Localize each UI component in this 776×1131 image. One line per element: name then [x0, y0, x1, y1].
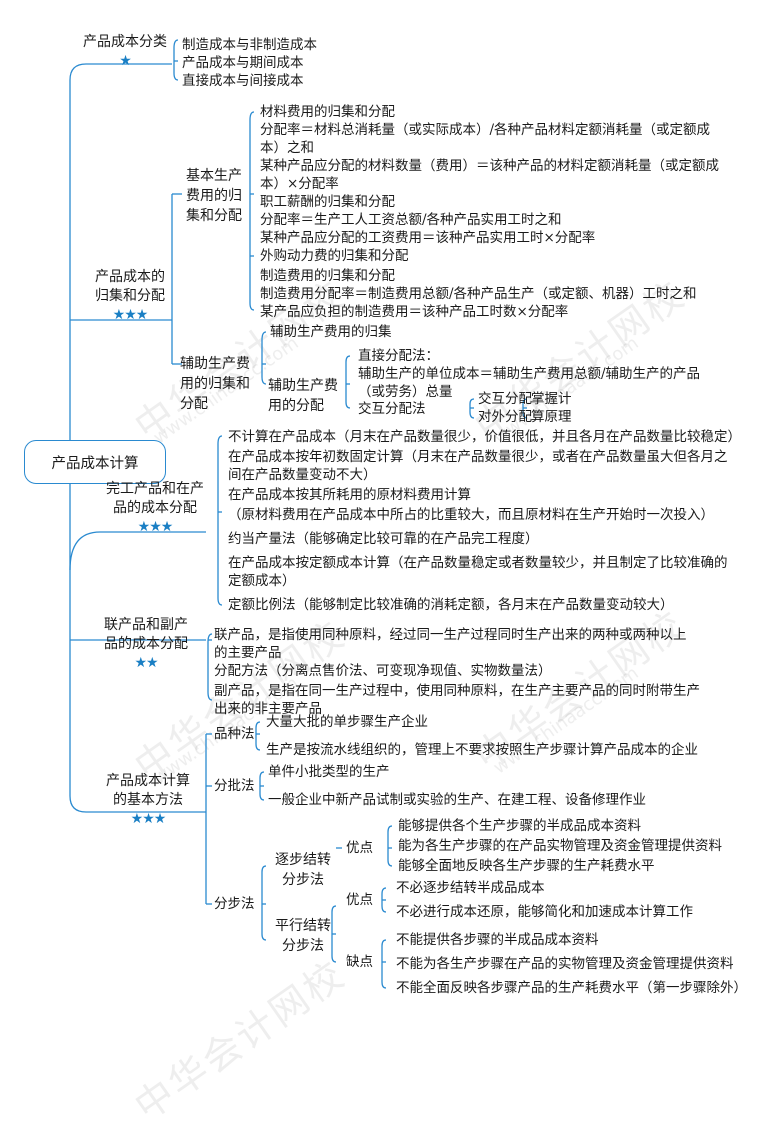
method-title: 分批法 — [214, 778, 255, 794]
node-title-line: 逐步结转 — [275, 852, 331, 868]
note-line: 算原理 — [531, 409, 572, 425]
star-rating: ★★★ — [137, 519, 174, 535]
section-title-line: 品的成本分配 — [113, 500, 197, 516]
list-item: 产品成本与期间成本 — [182, 55, 304, 71]
node-advantages: 优点 — [346, 892, 373, 908]
node-title-line: 辅助生产费 — [180, 356, 250, 372]
node-advantages: 优点 — [346, 840, 373, 856]
node-title-line: 平行结转 — [275, 918, 331, 934]
root-node: 产品成本计算 — [24, 440, 166, 484]
mindmap-connectors — [69, 39, 528, 989]
detail-line: 联产品，是指使用同种原料，经过同一生产过程同时生产出来的两种或两种以上 — [214, 627, 687, 643]
detail-line: 分配率＝材料总消耗量（或实际成本）/各种产品材料定额消耗量（或定额成 — [260, 122, 711, 138]
detail-line: 副产品，是指在同一生产过程中，使用同种原料，在生产主要产品的同时附带生产 — [214, 683, 700, 699]
detail-line: 大量大批的单步骤生产企业 — [266, 714, 428, 730]
detail-line: 生产是按流水线组织的，管理上不要求按照生产步骤计算产品成本的企业 — [266, 742, 698, 758]
section-title: 产品成本分类 — [83, 34, 167, 50]
detail-line: 一般企业中新产品试制或实验的生产、在建工程、设备修理作业 — [268, 792, 646, 808]
section-finished-wip: 完工产品和在产 品的成本分配 ★★★ — [90, 480, 220, 537]
detail-line: 制造费用的归集和分配 — [260, 268, 395, 284]
node-title-line: 分配 — [180, 396, 208, 412]
detail-line: 职工薪酬的归集和分配 — [260, 194, 395, 210]
node-title-line: 基本生产 — [186, 168, 242, 184]
detail-line: 交互分配 — [478, 391, 532, 407]
star-rating: ★ — [119, 53, 132, 69]
detail-line: 制造费用分配率＝制造费用总额/各种产品生产（或定额、机器）工时之和 — [260, 286, 697, 302]
node-basic-production: 基本生产 费用的归 集和分配 — [182, 166, 246, 226]
method-title: 品种法 — [214, 726, 255, 742]
method-title: 分步法 — [214, 896, 255, 912]
detail-line: 辅助生产的单位成本＝辅助生产费用总额/辅助生产的产品 — [358, 366, 701, 382]
detail-line: 直接分配法： — [358, 348, 439, 364]
detail-line: 不必逐步结转半成品成本 — [396, 880, 545, 896]
detail-line: 定额比例法（能够制定比较准确的消耗定额，各月末在产品数量变动较大） — [228, 597, 674, 613]
section-title-line: 的基本方法 — [113, 792, 183, 808]
node-aux-allocation: 辅助生产费 用的分配 — [268, 376, 344, 416]
section-cost-classification: 产品成本分类 ★ — [70, 33, 180, 71]
node-title-line: 辅助生产费 — [268, 378, 338, 394]
star-rating: ★★★ — [130, 811, 167, 827]
detail-line: 在产品成本按年初数固定计算（月末在产品数量很少，或者在产品数量虽大但各月之 — [228, 449, 728, 465]
node-title-line: 用的分配 — [268, 398, 324, 414]
node-parallel-step: 平行结转 分步法 — [270, 916, 336, 956]
node-title-line: 用的归集和 — [180, 376, 250, 392]
detail-line: 间在产品数量变动不大） — [228, 467, 377, 483]
detail-line: 交互分配法 — [358, 401, 426, 417]
list-item: 制造成本与非制造成本 — [182, 37, 317, 53]
detail-line: 定额成本） — [228, 573, 296, 589]
detail-line: 分配率＝生产工人工资总额/各种产品实用工时之和 — [260, 212, 562, 228]
section-title-line: 品的成本分配 — [104, 636, 188, 652]
detail-line: 某产品应负担的制造费用＝该种产品工时数×分配率 — [260, 304, 569, 320]
detail-line: 出来的非主要产品 — [214, 701, 322, 717]
detail-line: 能够提供各个生产步骤的半成品成本资料 — [398, 818, 641, 834]
section-title-line: 归集和分配 — [95, 288, 165, 304]
detail-line: （原材料费用在产品成本中所占的比重较大，而且原材料在生产开始时一次投入） — [228, 507, 714, 523]
detail-line: 本）之和 — [260, 140, 314, 156]
node-title-line: 分步法 — [282, 938, 324, 954]
detail-line: 分配方法（分离点售价法、可变现净现值、实物数量法） — [214, 663, 552, 679]
star-rating: ★★★ — [112, 307, 149, 323]
section-basic-methods: 产品成本计算 的基本方法 ★★★ — [88, 772, 208, 829]
detail-line: 不必进行成本还原，能够简化和加速成本计算工作 — [396, 904, 693, 920]
detail-line: 外购动力费的归集和分配 — [260, 248, 409, 264]
section-joint-byproducts: 联产品和副产 品的成本分配 ★★ — [86, 616, 206, 673]
list-item: 直接成本与间接成本 — [182, 73, 304, 89]
detail-line: 材料费用的归集和分配 — [260, 104, 395, 120]
detail-line: 单件小批类型的生产 — [268, 764, 390, 780]
detail-line: 不能提供各步骤的半成品成本资料 — [396, 932, 599, 948]
node-title-line: 集和分配 — [186, 208, 242, 224]
detail-line: 能够全面地反映各生产步骤的生产耗费水平 — [398, 858, 655, 874]
detail-line: 某种产品应分配的工资费用＝该种产品实用工时×分配率 — [260, 230, 596, 246]
node-cumulative-step: 逐步结转 分步法 — [270, 850, 336, 890]
node-aux-production: 辅助生产费 用的归集和 分配 — [180, 354, 260, 414]
detail-line: 在产品成本按定额成本计算（在产品数量稳定或者数量较少，并且制定了比较准确的 — [228, 555, 728, 571]
detail-line: 在产品成本按其所耗用的原材料费用计算 — [228, 487, 471, 503]
detail-line: 约当产量法（能够确定比较可靠的在产品完工程度） — [228, 531, 539, 547]
detail-line: 本）×分配率 — [260, 176, 339, 192]
detail-line: 的主要产品 — [214, 645, 282, 661]
detail-line: 不能全面反映各步骤产品的生产耗费水平（第一步骤除外） — [396, 980, 747, 996]
detail-line: 不能为各生产步骤在产品的实物管理及资金管理提供资料 — [396, 956, 734, 972]
section-title-line: 完工产品和在产 — [106, 481, 204, 497]
detail-line: （或劳务）总量 — [358, 384, 453, 400]
section-cost-collection: 产品成本的 归集和分配 ★★★ — [78, 268, 182, 325]
detail-line: 能为各生产步骤的在产品实物管理及资金管理提供资料 — [398, 838, 722, 854]
node-title-line: 费用的归 — [186, 188, 242, 204]
detail-line: 辅助生产费用的归集 — [270, 324, 392, 340]
section-title-line: 产品成本的 — [95, 269, 165, 285]
section-title-line: 联产品和副产 — [104, 617, 188, 633]
detail-line: 对外分配 — [478, 409, 532, 425]
node-title-line: 分步法 — [282, 872, 324, 888]
star-rating: ★★ — [134, 655, 158, 671]
note-line: 掌握计 — [531, 391, 572, 407]
section-title-line: 产品成本计算 — [106, 773, 190, 789]
node-disadvantages: 缺点 — [346, 954, 373, 970]
detail-line: 某种产品应分配的材料数量（费用）＝该种产品的材料定额消耗量（或定额成 — [260, 158, 719, 174]
root-label: 产品成本计算 — [51, 455, 139, 472]
detail-line: 不计算在产品成本（月末在产品数量很少，价值很低，并且各月在产品数量比较稳定） — [228, 429, 741, 445]
